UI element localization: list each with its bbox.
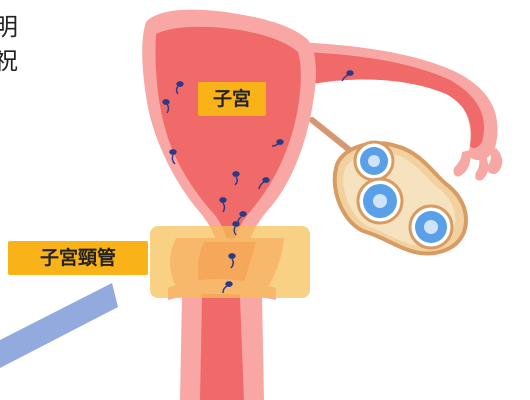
uterus-body: [142, 10, 316, 246]
ovarian-ligament: [312, 120, 352, 152]
cervix-label: 子宮頸管: [8, 241, 148, 275]
pointer-arrow: [0, 283, 118, 368]
follicle-icon: [358, 179, 402, 223]
follicle-icon: [355, 142, 393, 180]
cervix-highlight: [150, 226, 310, 298]
follicle-icon: [410, 206, 452, 248]
uterus-label: 子宮: [198, 82, 266, 116]
